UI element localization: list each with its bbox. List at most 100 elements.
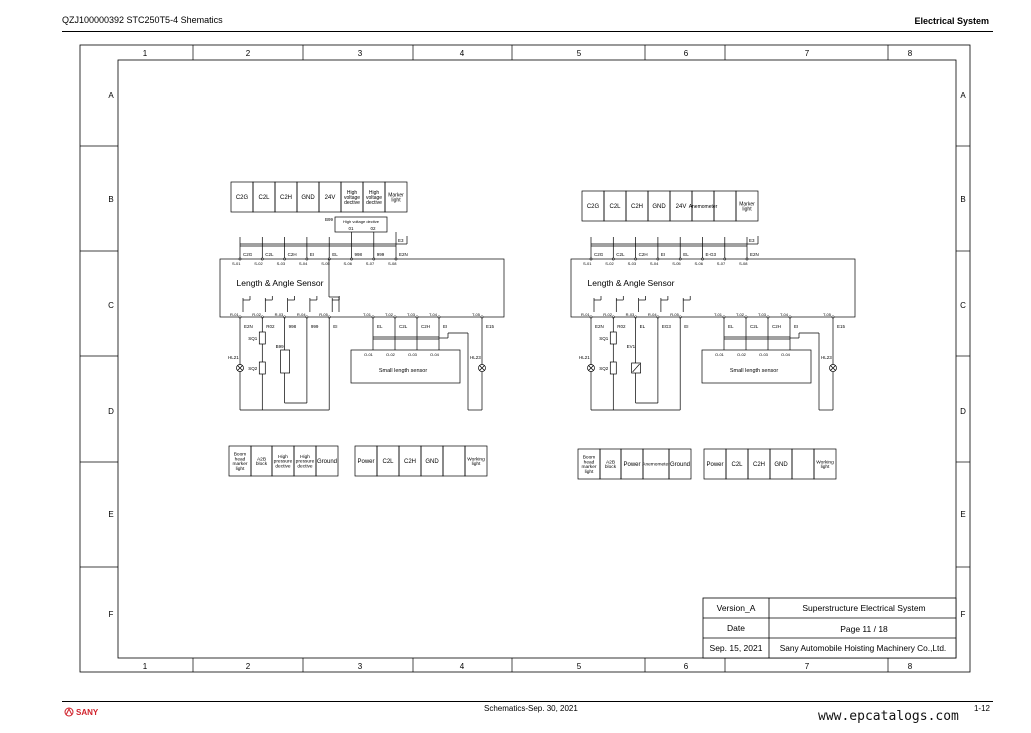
label-line: light: [821, 464, 830, 470]
footer-date: Schematics-Sep. 30, 2021: [484, 704, 578, 713]
bottom-pin-label: T-05: [823, 312, 832, 317]
top-pin-label: S-01: [232, 261, 241, 266]
label-line: light: [472, 461, 481, 467]
switch-label: SQ2: [599, 366, 609, 371]
bottom-pin-label: R-05: [670, 312, 679, 317]
row-label-left: A: [108, 91, 114, 100]
label-line: Working: [467, 456, 485, 462]
top-pin-label: S-03: [628, 261, 637, 266]
label-line: Working: [816, 459, 834, 465]
terminal-block-label: C2L: [382, 459, 394, 465]
top-wire-label: 998: [355, 252, 363, 257]
top-wire-label: EI: [310, 252, 314, 257]
date-label: Date: [727, 623, 745, 633]
terminal-block-cell: [442, 445, 466, 477]
wire: [237, 365, 243, 371]
bottom-wire-label: C2L: [399, 324, 408, 329]
bottom-wire-label: EI: [794, 324, 798, 329]
bottom-pin-label: R-01: [230, 312, 239, 317]
column-label-bottom: 7: [805, 662, 810, 671]
top-wire-label: C2G: [594, 252, 604, 257]
top-wire-label: C2L: [265, 252, 274, 257]
label-line: dective: [297, 463, 313, 469]
switch: [609, 331, 617, 345]
bottom-pin-label: R-04: [648, 312, 657, 317]
sany-logo: SANY: [64, 707, 98, 717]
connector-label: 24V: [676, 204, 687, 210]
terminal-block-cell: [668, 448, 692, 480]
connector-cell: [735, 190, 759, 222]
section-title: Electrical System: [914, 16, 989, 26]
label-line: Marker: [388, 192, 404, 198]
top-pin-label: S-08: [388, 261, 397, 266]
connector-label: C2H: [631, 204, 643, 210]
bottom-pin-label: T-05: [472, 312, 481, 317]
top-pin-label: S-05: [321, 261, 330, 266]
small-sensor-title: Small length sensor: [730, 368, 778, 374]
wire: [588, 365, 594, 371]
label-line: light: [585, 469, 594, 475]
label-line: Boom: [234, 451, 247, 457]
label-line: A2B: [606, 459, 615, 465]
row-label-right: A: [960, 91, 966, 100]
bottom-wire-label: 999: [311, 324, 319, 329]
small-sensor-title: Small length sensor: [379, 368, 427, 374]
terminal-block-label: C2H: [753, 462, 765, 468]
sany-logo-icon: [64, 707, 74, 717]
column-label-top: 7: [805, 49, 810, 58]
column-label-bottom: 6: [684, 662, 689, 671]
column-label-bottom: 5: [577, 662, 582, 671]
wire: [479, 365, 485, 371]
connector-label: C2L: [258, 195, 270, 201]
top-wire-label: C2G: [243, 252, 253, 257]
small-sensor-pin: O-04: [430, 352, 440, 357]
top-pin-label: S-02: [605, 261, 614, 266]
terminal-block-cell: [813, 448, 837, 480]
brand-name: SANY: [76, 707, 99, 717]
top-pin-label: S-06: [344, 261, 353, 266]
aux-box: [334, 216, 388, 233]
bottom-pin-label: T-03: [407, 312, 416, 317]
terminal-block-label: Power: [623, 462, 640, 468]
bottom-wire-label: EL: [728, 324, 734, 329]
bottom-wire-label: E15: [486, 324, 495, 329]
bottom-pin-label: R-05: [319, 312, 328, 317]
column-label-top: 4: [460, 49, 465, 58]
top-pin-label: S-04: [650, 261, 659, 266]
column-label-top: 6: [684, 49, 689, 58]
switch-label: SQ1: [599, 336, 609, 341]
label-line: High: [278, 454, 288, 460]
lamp-label: HL23: [470, 355, 481, 360]
small-sensor-pin: O-03: [408, 352, 418, 357]
label-line: light: [236, 466, 245, 472]
top-pin-label: S-08: [739, 261, 748, 266]
small-sensor-pin: O-03: [759, 352, 769, 357]
column-label-top: 2: [246, 49, 251, 58]
bottom-wire-label: R02: [617, 324, 626, 329]
bottom-pin-label: R-04: [297, 312, 306, 317]
terminal-block-label: Power: [357, 459, 374, 465]
terminal-block-label: Anemometer: [642, 462, 670, 468]
connector-label: C2G: [587, 204, 600, 210]
bottom-pin-label: T-02: [736, 312, 745, 317]
switch-label: SQ1: [248, 336, 258, 341]
terminal-block-label: GND: [425, 459, 439, 465]
column-label-top: 5: [577, 49, 582, 58]
column-label-top: 3: [358, 49, 363, 58]
header-divider: [62, 31, 993, 32]
top-wire-label: C2H: [639, 252, 648, 257]
sensor-title: Length & Angle Sensor: [237, 278, 324, 288]
label-line: light: [742, 206, 752, 212]
bottom-wire-label: EI: [333, 324, 337, 329]
